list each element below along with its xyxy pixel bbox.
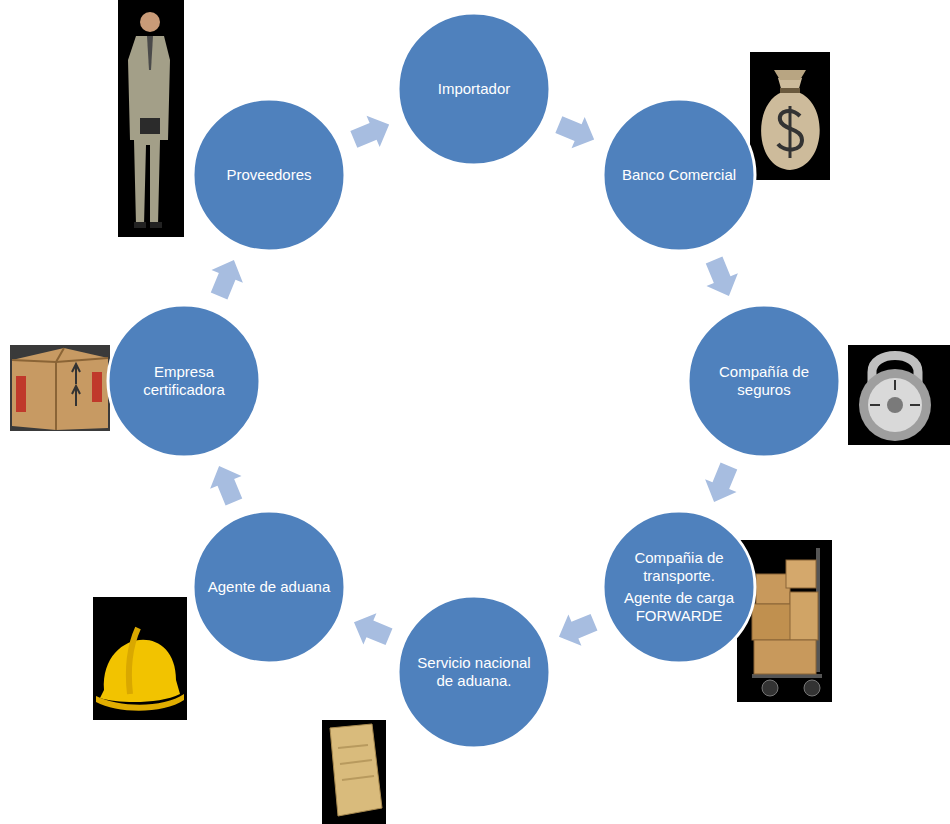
node-label: Proveedores (226, 166, 311, 184)
process-circle: Servicio nacional de aduana. (396, 594, 552, 750)
flow-arrow (350, 116, 389, 148)
process-circle: Agente de aduana (191, 509, 347, 665)
paper-picture (322, 720, 386, 824)
flow-arrow (706, 257, 738, 296)
node-texts: Proveedores (207, 166, 331, 184)
node-texts: Empresa certificadora (122, 363, 246, 399)
process-circle: Compañía de seguros (686, 303, 842, 459)
cardboard-box-picture (10, 345, 110, 431)
node-label: Banco Comercial (622, 166, 736, 184)
flow-arrow (705, 463, 737, 502)
node-texts: Servicio nacional de aduana. (412, 654, 536, 690)
flow-arrow (210, 466, 242, 505)
hard-hat-picture (93, 597, 187, 720)
money-bag-picture (750, 52, 830, 180)
process-circle: Empresa certificadora (106, 303, 262, 459)
process-circle: Compañia de transporte. Agente de carga F… (601, 509, 757, 665)
node-label: Empresa certificadora (122, 363, 246, 399)
node-label: Agente de aduana (208, 578, 331, 596)
process-circle: Importador (396, 11, 552, 167)
node-label: Agente de carga FORWARDE (617, 589, 741, 625)
node-label: Compañía de seguros (702, 363, 826, 399)
node-label: Servicio nacional de aduana. (412, 654, 536, 690)
flow-arrow (559, 614, 597, 646)
process-circle: Banco Comercial (601, 97, 757, 253)
flow-arrow (555, 116, 594, 148)
node-texts: Compañía de seguros (702, 363, 826, 399)
node-label: Importador (438, 80, 511, 98)
circle-outline (601, 509, 757, 665)
lock-picture (848, 345, 950, 445)
flow-arrow (211, 260, 243, 299)
flow-arrow (354, 613, 392, 645)
node-label: Compañia de transporte. (617, 549, 741, 585)
process-circle: Proveedores (191, 97, 347, 253)
businessman-picture (118, 0, 184, 237)
node-texts: Agente de aduana (207, 578, 331, 596)
node-texts: Compañia de transporte. Agente de carga F… (617, 549, 741, 625)
node-texts: Importador (412, 80, 536, 98)
node-texts: Banco Comercial (617, 166, 741, 184)
